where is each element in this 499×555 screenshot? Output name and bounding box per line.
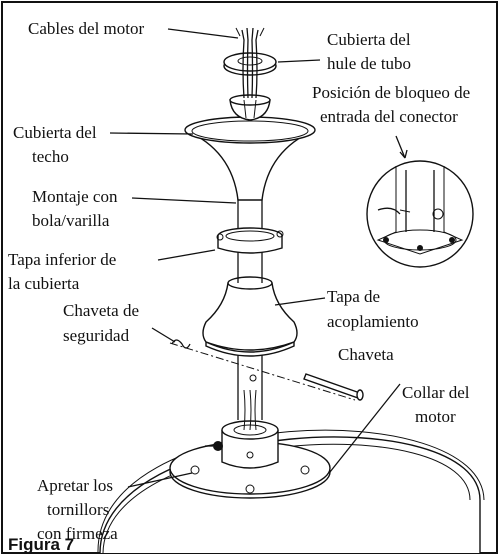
figure-label: Figura 7	[8, 535, 74, 554]
label-pin: Chaveta	[338, 345, 394, 364]
svg-text:Chaveta: Chaveta	[338, 345, 394, 364]
label-tighten-1: Apretar los	[37, 476, 113, 495]
svg-text:Tapa inferior de: Tapa inferior de	[8, 250, 116, 269]
svg-text:con firmeza: con firmeza	[37, 524, 118, 543]
svg-text:tornillors: tornillors	[47, 500, 109, 519]
svg-text:motor: motor	[415, 407, 456, 426]
svg-text:Cables del motor: Cables del motor	[28, 19, 144, 38]
label-canopy-bottom-1: Tapa inferior de	[8, 250, 116, 269]
svg-text:acoplamiento: acoplamiento	[327, 312, 419, 331]
motor-collar	[169, 420, 331, 499]
pin-assembly	[169, 339, 364, 401]
svg-text:techo: techo	[32, 147, 69, 166]
rubber-grommet	[223, 52, 277, 76]
leader-lines	[109, 28, 401, 488]
label-motor-collar-1: Collar del	[402, 383, 470, 402]
label-rubber-cover-1: Cubierta del	[327, 30, 411, 49]
label-motor-cables: Cables del motor	[28, 19, 144, 38]
motor-cables	[235, 27, 265, 99]
label-tighten-3: con firmeza	[37, 524, 118, 543]
svg-text:Collar del: Collar del	[402, 383, 470, 402]
label-motor-collar-2: motor	[415, 407, 456, 426]
label-coupling-2: acoplamiento	[327, 312, 419, 331]
svg-text:Cubierta del: Cubierta del	[327, 30, 411, 49]
label-ball-rod-2: bola/varilla	[32, 211, 110, 230]
svg-text:entrada del conector: entrada del conector	[320, 107, 458, 126]
label-canopy-bottom-2: la cubierta	[8, 274, 80, 293]
svg-text:Apretar los: Apretar los	[37, 476, 113, 495]
svg-text:Figura 7: Figura 7	[8, 535, 74, 554]
downrod	[216, 168, 284, 283]
label-canopy-1: Cubierta del	[13, 123, 97, 142]
downrod-lower	[237, 352, 263, 431]
label-coupling-1: Tapa de	[327, 287, 380, 306]
label-lock-position-2: entrada del conector	[320, 107, 458, 126]
label-safety-pin-1: Chaveta de	[63, 301, 139, 320]
svg-text:Chaveta de: Chaveta de	[63, 301, 139, 320]
label-tighten-2: tornillors	[47, 500, 109, 519]
label-lock-position-1: Posición de bloqueo de	[312, 83, 470, 102]
svg-text:Tapa de: Tapa de	[327, 287, 380, 306]
lock-position-inset	[366, 135, 474, 268]
label-rubber-cover-2: hule de tubo	[327, 54, 411, 73]
svg-text:Posición de bloqueo de: Posición de bloqueo de	[312, 83, 470, 102]
svg-text:seguridad: seguridad	[63, 326, 130, 345]
label-canopy-2: techo	[32, 147, 69, 166]
svg-text:bola/varilla: bola/varilla	[32, 211, 110, 230]
label-ball-rod-1: Montaje con	[32, 187, 118, 206]
svg-text:la cubierta: la cubierta	[8, 274, 80, 293]
coupling-cover	[202, 276, 298, 357]
svg-text:hule de tubo: hule de tubo	[327, 54, 411, 73]
svg-text:Montaje con: Montaje con	[32, 187, 118, 206]
label-safety-pin-2: seguridad	[63, 326, 130, 345]
canopy	[184, 94, 316, 201]
svg-text:Cubierta del: Cubierta del	[13, 123, 97, 142]
